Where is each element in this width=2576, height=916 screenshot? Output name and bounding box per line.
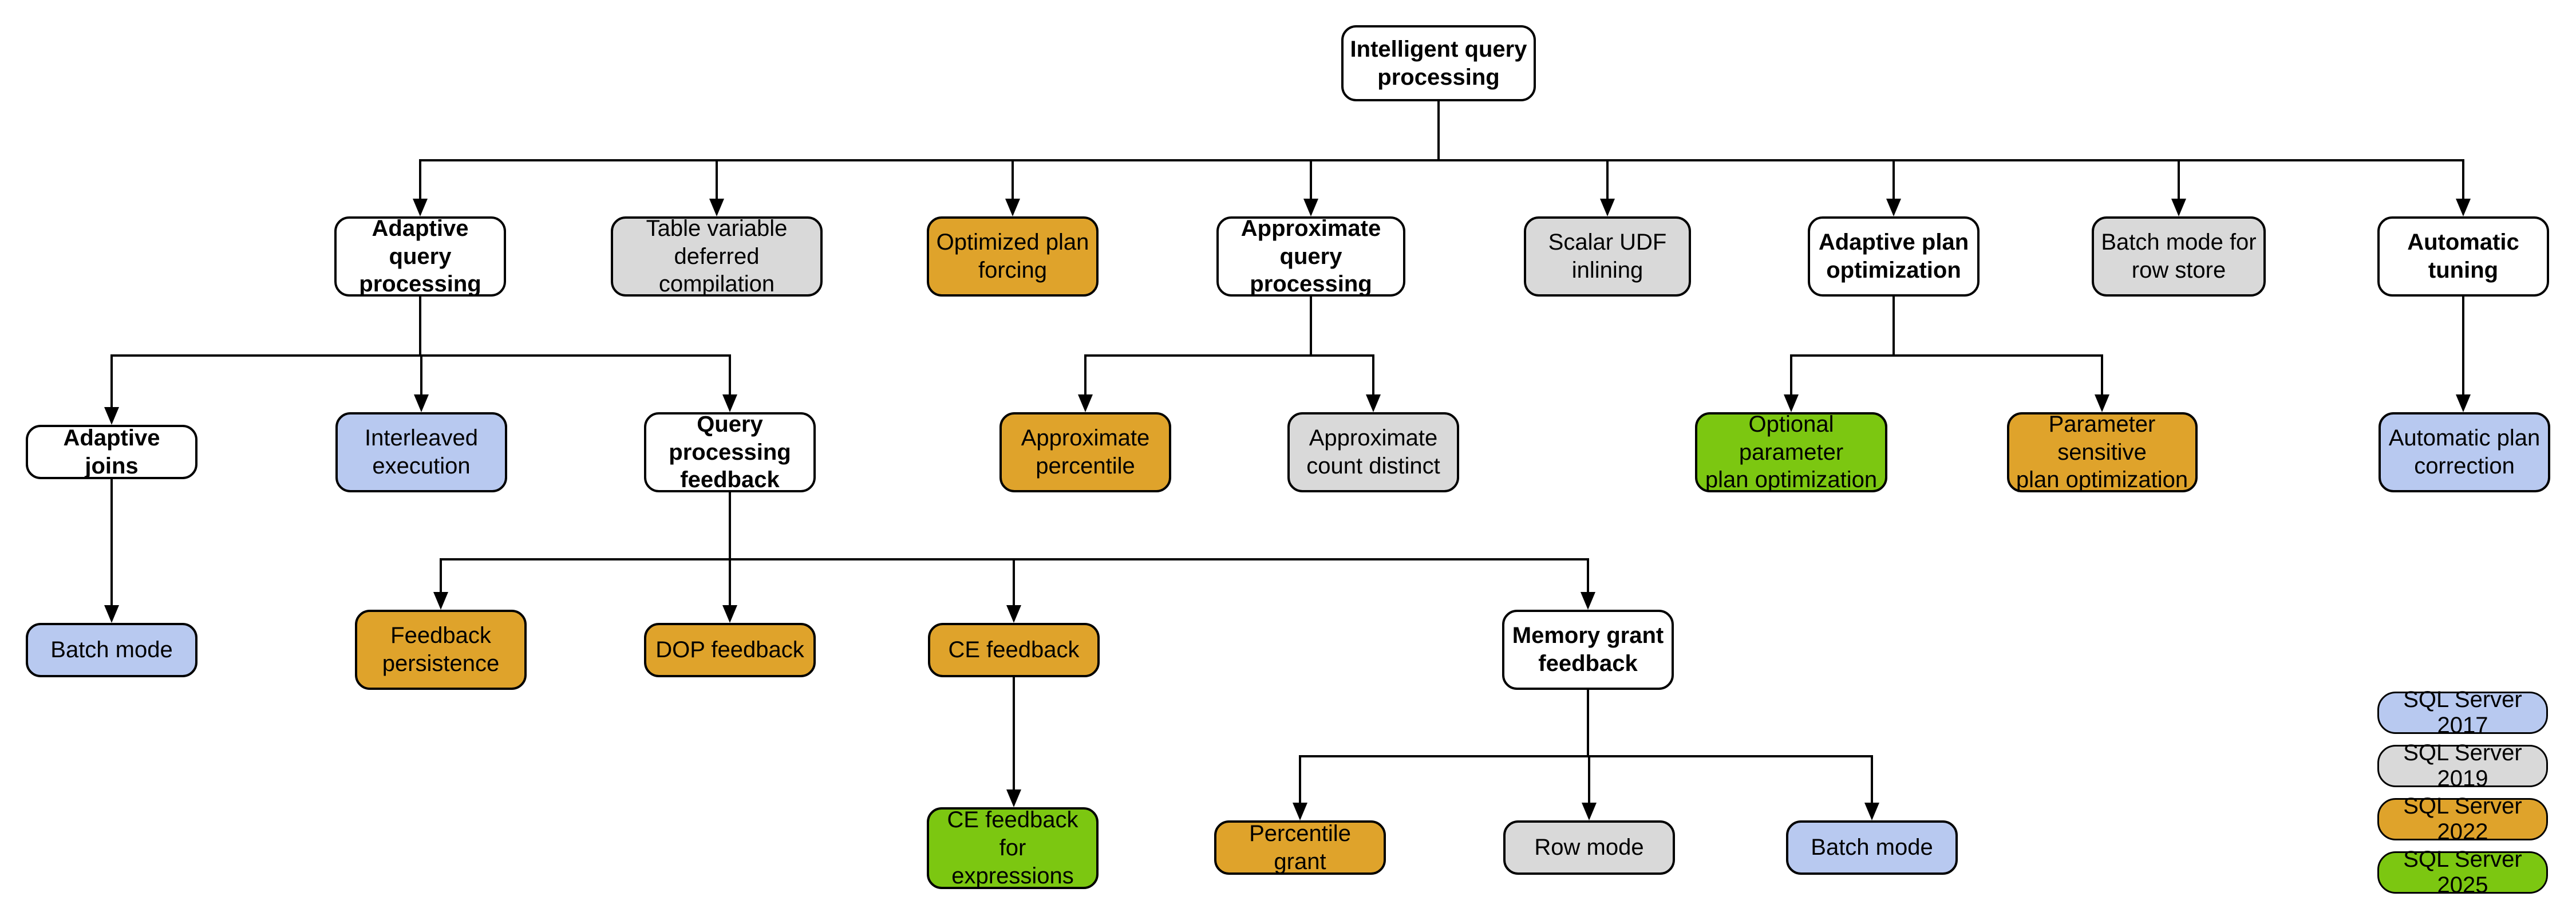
node-ce-feedback: CE feedback <box>928 623 1100 677</box>
node-interleaved-execution: Interleaved execution <box>335 412 507 492</box>
arrowhead-down-icon <box>1784 394 1799 412</box>
arrowhead-down-icon <box>1005 199 1020 216</box>
node-batch-mode-adaptive-joins: Batch mode <box>26 623 197 677</box>
arrowhead-down-icon <box>2456 199 2471 216</box>
node-intelligent-query-processing: Intelligent query processing <box>1341 25 1536 101</box>
legend-item-sql-server-2022: SQL Server 2022 <box>2377 793 2548 844</box>
arrowhead-down-icon <box>1886 199 1901 216</box>
node-approximate-count-distinct: Approximate count distinct <box>1287 412 1459 492</box>
node-row-mode: Row mode <box>1503 820 1675 875</box>
node-optimized-plan-forcing: Optimized plan forcing <box>927 216 1099 297</box>
node-optional-parameter-plan-optimization: Optional parameter plan optimization <box>1695 412 1887 492</box>
legend-item-sql-server-2017: SQL Server 2017 <box>2377 687 2548 738</box>
arrowhead-down-icon <box>104 407 119 425</box>
arrowhead-down-icon <box>1006 605 1021 623</box>
node-automatic-tuning: Automatic tuning <box>2377 216 2549 297</box>
node-parameter-sensitive-plan-optimization: Parameter sensitive plan optimization <box>2006 412 2198 492</box>
node-approximate-percentile: Approximate percentile <box>999 412 1171 492</box>
arrowhead-down-icon <box>709 199 724 216</box>
node-query-processing-feedback: Query processing feedback <box>644 412 816 492</box>
arrowhead-down-icon <box>104 605 119 623</box>
node-ce-feedback-for-expressions: CE feedback for expressions <box>927 807 1099 889</box>
arrowhead-down-icon <box>1303 199 1318 216</box>
node-batch-mode-for-row-store: Batch mode for row store <box>2092 216 2266 297</box>
arrowhead-down-icon <box>413 199 428 216</box>
arrowhead-down-icon <box>1293 803 1307 820</box>
arrowhead-down-icon <box>2456 394 2471 412</box>
node-feedback-persistence: Feedback persistence <box>355 610 527 690</box>
node-batch-mode-memory-grant: Batch mode <box>1786 820 1958 875</box>
node-approximate-query-processing: Approximate query processing <box>1216 216 1405 297</box>
legend-item-sql-server-2025: SQL Server 2025 <box>2377 847 2548 898</box>
node-memory-grant-feedback: Memory grant feedback <box>1502 610 1674 690</box>
legend-item-sql-server-2019: SQL Server 2019 <box>2377 740 2548 791</box>
node-adaptive-query-processing: Adaptive query processing <box>334 216 506 297</box>
arrowhead-down-icon <box>1864 803 1879 820</box>
node-dop-feedback: DOP feedback <box>644 623 816 677</box>
arrowhead-down-icon <box>1078 394 1093 412</box>
node-table-variable-deferred-compilation: Table variable deferred compilation <box>611 216 823 297</box>
node-scalar-udf-inlining: Scalar UDF inlining <box>1524 216 1691 297</box>
arrowhead-down-icon <box>722 605 737 623</box>
arrowhead-down-icon <box>433 592 448 610</box>
arrowhead-down-icon <box>1366 394 1381 412</box>
node-percentile-grant: Percentile grant <box>1214 820 1386 875</box>
arrowhead-down-icon <box>722 394 737 412</box>
arrowhead-down-icon <box>1600 199 1615 216</box>
arrowhead-down-icon <box>414 394 429 412</box>
arrowhead-down-icon <box>1581 592 1595 610</box>
arrowhead-down-icon <box>2171 199 2186 216</box>
arrowhead-down-icon <box>1582 803 1597 820</box>
arrowhead-down-icon <box>2095 394 2109 412</box>
arrowhead-down-icon <box>1006 789 1021 807</box>
node-adaptive-plan-optimization: Adaptive plan optimization <box>1808 216 1980 297</box>
node-automatic-plan-correction: Automatic plan correction <box>2379 412 2550 492</box>
node-adaptive-joins: Adaptive joins <box>26 425 197 479</box>
